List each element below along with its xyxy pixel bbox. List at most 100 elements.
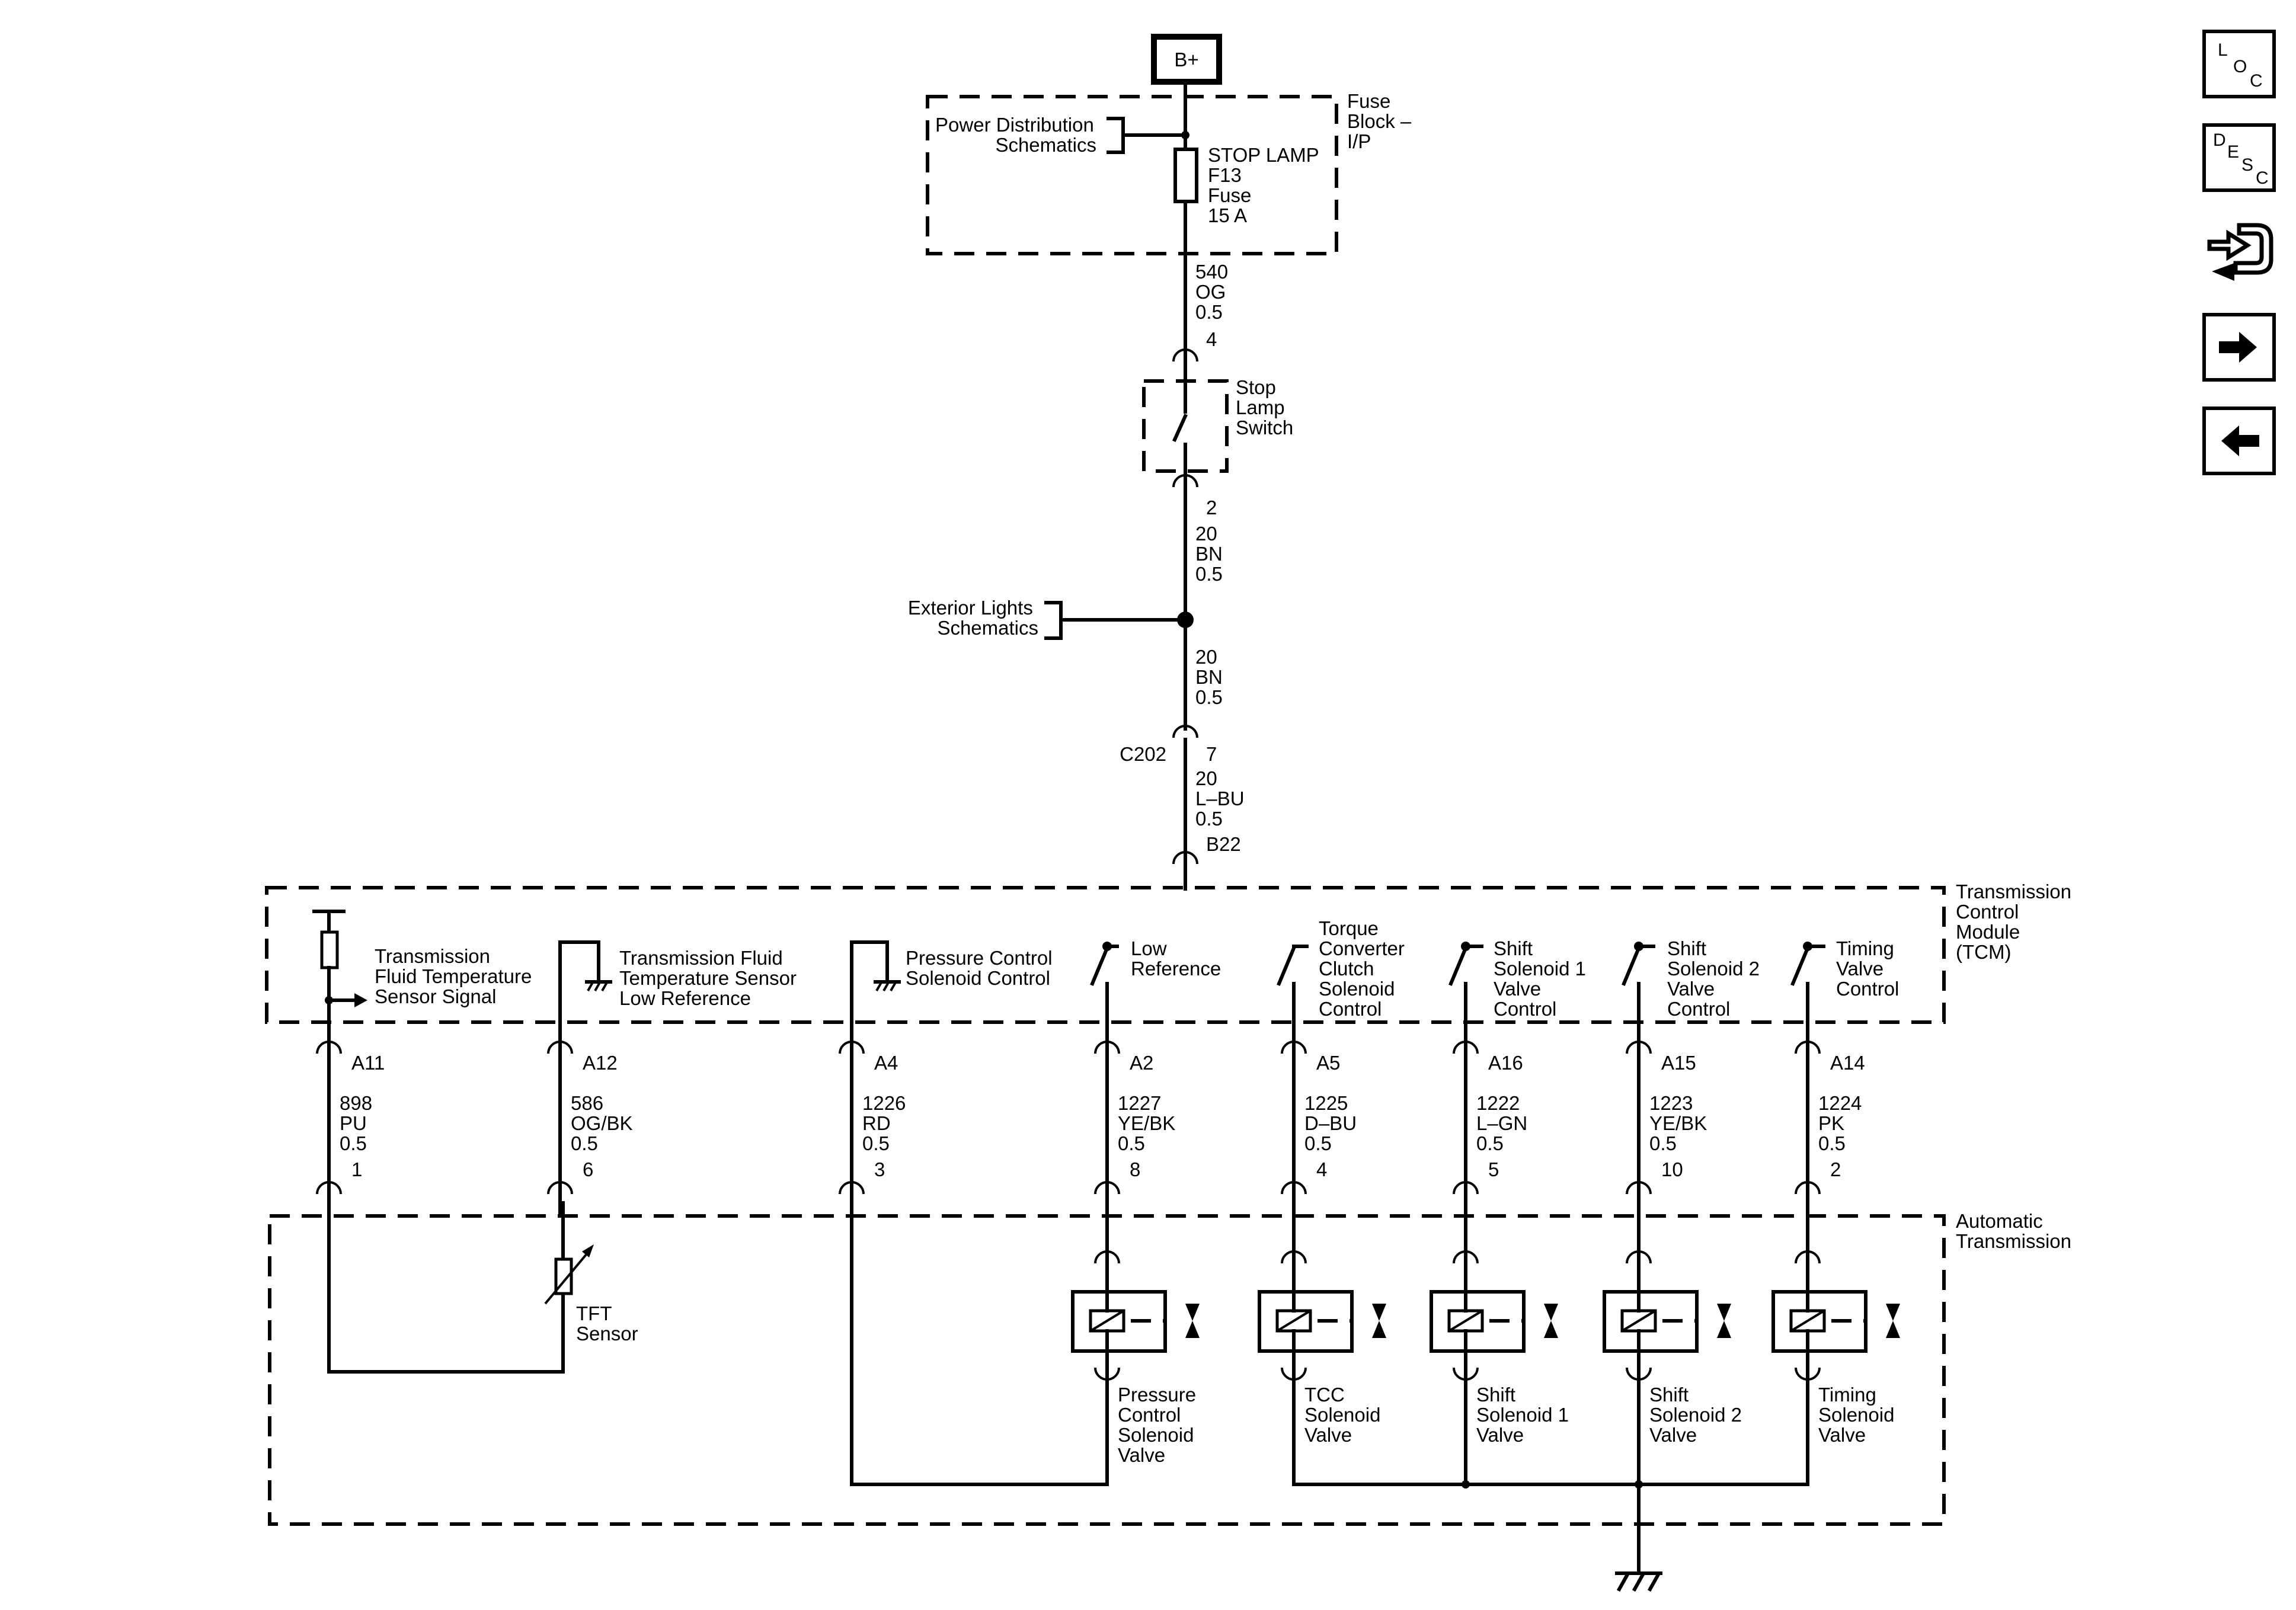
tcm-label-a11: Transmission Fluid Temperature Sensor Si… [375,945,538,1007]
tcm-pin-label: A4 [874,1052,898,1074]
trans-pin-label: 10 [1661,1158,1683,1180]
tcm-label-a2: Low Reference [1131,937,1221,980]
stop-lamp-switch-label: Stop Lamp Switch [1236,376,1293,438]
wire-20-lbu: 20 L–BU 0.5 [1195,767,1250,830]
trans-connector [839,1181,865,1195]
trans-connector [547,1181,573,1195]
connector-end-view-icon[interactable] [2205,213,2282,290]
tcm-pin-label: A14 [1830,1052,1865,1074]
loc-letter-o: O [2233,57,2247,76]
fuse-f13-icon [1173,148,1198,203]
tcm-label-a12: Transmission Fluid Temperature Sensor Lo… [619,947,802,1009]
tcm-connector [1626,1041,1652,1054]
tcm-connector [839,1041,865,1054]
tft-sensor-label: TFT Sensor [576,1302,638,1345]
loc-letter-c: C [2250,71,2263,91]
tcm-pin-label: A5 [1316,1052,1340,1074]
valve-icon [1717,1304,1731,1321]
valve-icon [1544,1304,1558,1321]
tcm-connector [1453,1041,1479,1054]
tcm-module: Transmission Control Module (TCM) [265,881,2071,1045]
tcm-label-a5: Torque Converter Clutch Solenoid Control [1319,917,1410,1020]
previous-arrow-icon [2221,425,2259,456]
automatic-transmission: Automatic Transmission TFT Sensor Pressu… [268,1201,2071,1592]
tcm-switch-a16 [1448,942,1483,1045]
fuse-block: Fuse Block – I/P Power Distribution Sche… [926,90,1412,255]
switch-pin-4: 4 [1206,328,1217,350]
c202-pin-7: 7 [1206,743,1217,765]
wire-20-bn-lower: 20 BN 0.5 [1195,646,1228,708]
battery-positive-terminal: B+ [1151,34,1222,85]
tcm-label-a15: Shift Solenoid 2 Valve Control [1667,937,1765,1020]
previous-button[interactable] [2202,406,2276,475]
trans-pin-label: 4 [1316,1158,1327,1180]
wire-540-label: 540 OG 0.5 [1195,261,1233,323]
trans-pin-label: 6 [583,1158,593,1180]
exterior-lights-ref: Exterior Lights Schematics [908,597,1038,639]
b22-connector [1172,851,1198,865]
next-arrow-icon [2219,332,2257,363]
trans-pin-label: 8 [1130,1158,1140,1180]
tft-thermistor-icon [554,1257,573,1295]
valve-icon [1886,1304,1900,1321]
tcm-pin-label: A16 [1488,1052,1523,1074]
tcm-switch-a2 [1090,942,1119,1045]
description-button[interactable]: D E S C [2202,123,2276,192]
desc-letter-s: S [2241,155,2254,175]
tcm-connector [1281,1041,1307,1054]
tcm-pin-label: A11 [351,1052,385,1074]
stop-lamp-switch: Stop Lamp Switch [1142,348,1293,497]
loc-letter-l: L [2218,40,2228,60]
location-button[interactable]: L O C [2202,30,2276,98]
tcm-connector [316,1041,342,1054]
valve-icon [1372,1304,1386,1321]
trans-pin-label: 5 [1488,1158,1499,1180]
tcm-label-a16: Shift Solenoid 1 Valve Control [1494,937,1591,1020]
valve-icon [1185,1304,1200,1321]
power-distribution-ref: Power Distribution Schematics [935,114,1099,156]
desc-letter-c: C [2256,168,2269,188]
trans-connector [1795,1181,1821,1195]
trans-connector [1094,1181,1120,1195]
trans-connector [1626,1181,1652,1195]
tcm-pin-label: A2 [1130,1052,1153,1074]
c202-label: C202 [1120,743,1166,765]
tcm-label-a4: Pressure Control Solenoid Control [906,947,1058,989]
trans-connector [1281,1181,1307,1195]
tcm-pin-label: A12 [583,1052,618,1074]
fuse-label: STOP LAMP F13 Fuse 15 A [1208,144,1324,226]
c202-connector [1172,725,1198,738]
trans-pin-label: 1 [351,1158,362,1180]
bplus-label: B+ [1174,49,1198,71]
trans-pin-label: 3 [874,1158,885,1180]
ground-icon [1615,1571,1662,1592]
desc-letter-d: D [2213,130,2226,150]
next-button[interactable] [2202,313,2276,382]
switch-pin-2: 2 [1206,497,1217,518]
auto-trans-title: Automatic Transmission [1956,1210,2071,1252]
